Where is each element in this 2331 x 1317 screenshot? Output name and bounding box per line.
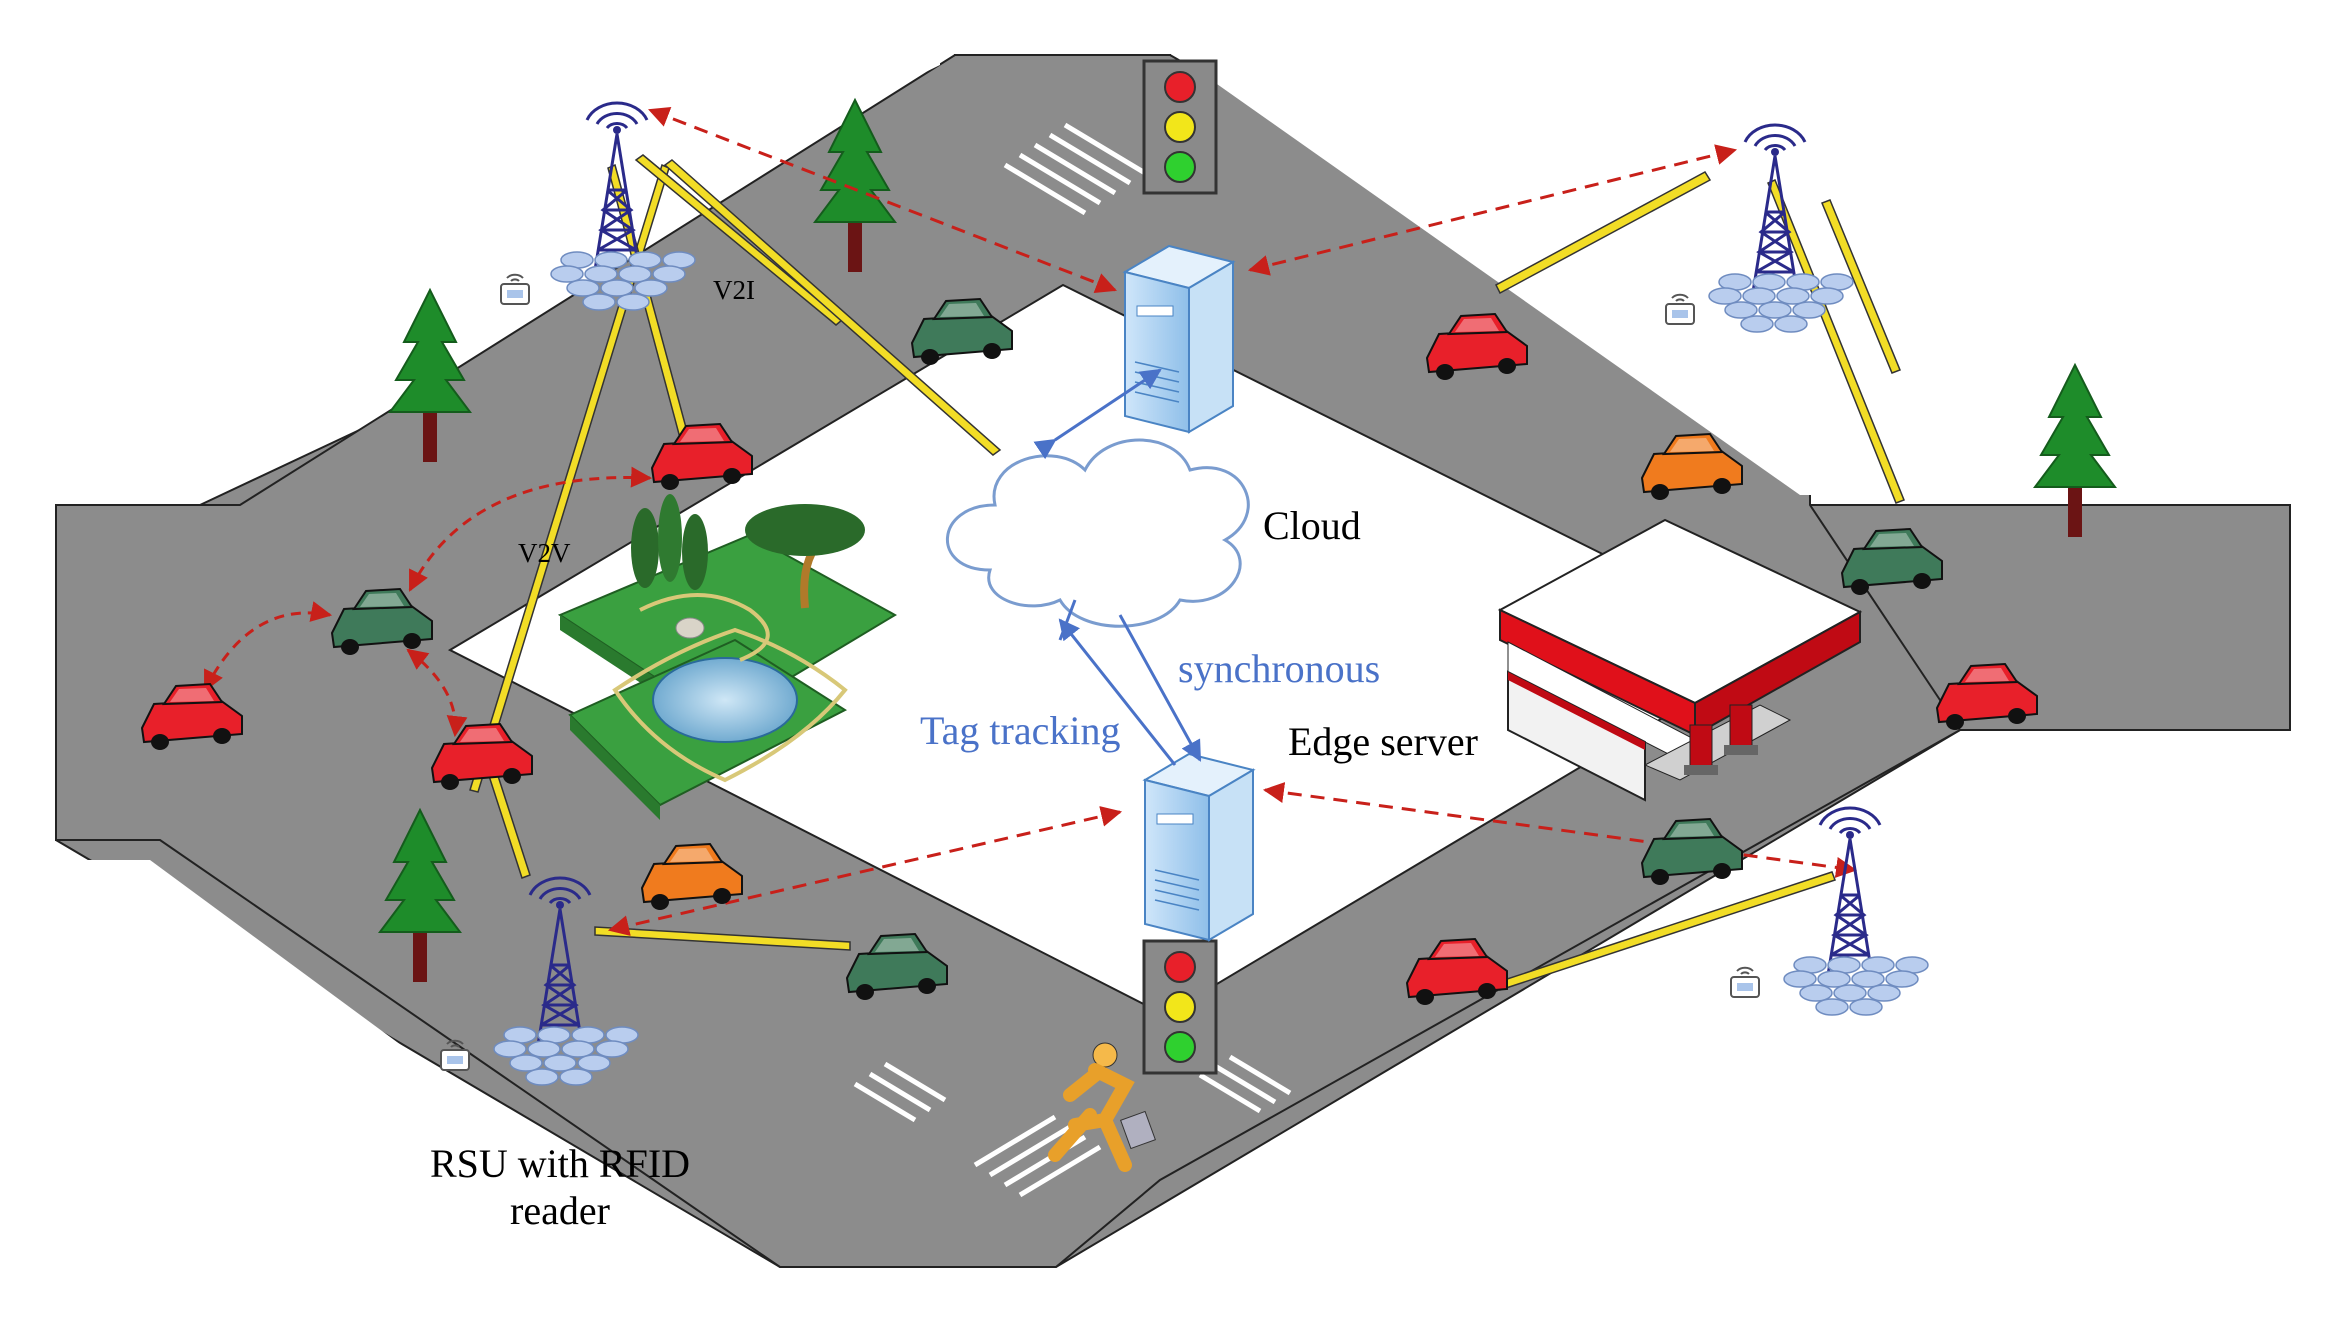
server-icon <box>1124 245 1234 433</box>
traffic-light-icon <box>1142 939 1218 1075</box>
v2i-label: V2I <box>713 275 755 305</box>
rfid-reader-icon <box>500 273 530 305</box>
rsu-label: RSU with RFID reader <box>400 1140 720 1234</box>
traffic-light-icon <box>1142 59 1218 195</box>
v2v-links <box>203 466 653 738</box>
gas-station-icon <box>1497 518 1863 802</box>
rsu-server-links <box>607 107 1858 936</box>
road-edges <box>55 54 2291 1268</box>
rsu-label-line1: RSU with RFID <box>429 1141 691 1186</box>
v2v-label: V2V <box>518 538 571 568</box>
synchronous-label: synchronous <box>1178 646 1381 691</box>
cloud-icon <box>946 438 1250 628</box>
tag-tracking-label: Tag tracking <box>920 708 1121 753</box>
server-icon <box>1144 753 1254 941</box>
edge-server-label: Edge server <box>1288 719 1478 764</box>
pedestrian-icon <box>1048 1042 1156 1172</box>
cloud-server-links <box>1033 368 1200 765</box>
cloud-label: Cloud <box>1263 503 1361 548</box>
rsu-label-line2: reader <box>510 1188 610 1233</box>
